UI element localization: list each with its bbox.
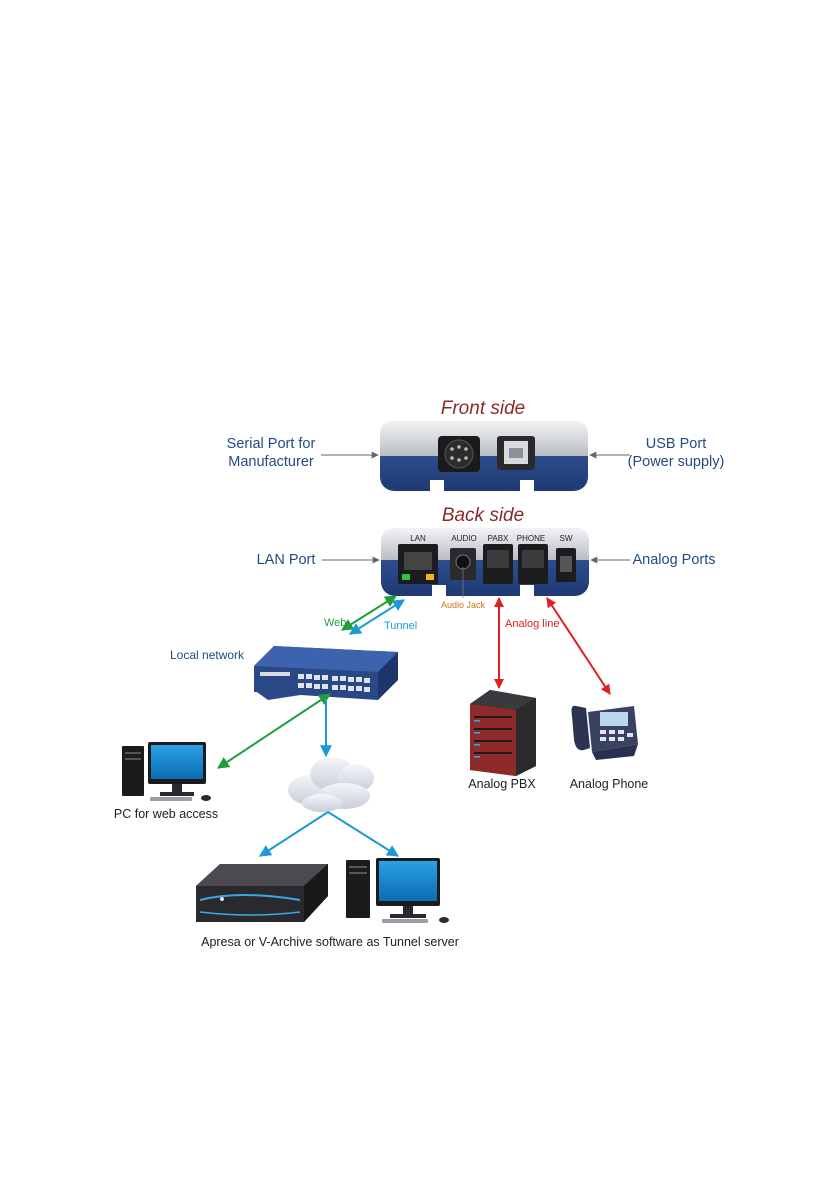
serial-port-label-1: Serial Port for [227, 436, 316, 452]
cloud-icon [288, 757, 374, 812]
port-label-lan: LAN [410, 534, 426, 543]
analog-pbx-label: Analog PBX [468, 777, 536, 791]
usb-port-label-1: USB Port [646, 436, 706, 452]
tunnel-label: Tunnel [384, 620, 417, 632]
pabx-port-icon [483, 544, 513, 584]
phone-port-icon [518, 544, 548, 584]
analog-phone-label: Analog Phone [570, 777, 649, 791]
switch-icon [556, 548, 576, 582]
phone-analog-line-arrow [547, 598, 610, 694]
cloud-to-server-arrow [260, 812, 328, 856]
port-label-pabx: PABX [488, 534, 509, 543]
usb-port-label-2: (Power supply) [628, 454, 725, 470]
lan-port-icon [398, 544, 438, 584]
serial-port-icon [438, 436, 480, 472]
back-side-title: Back side [442, 505, 524, 526]
port-label-phone: PHONE [517, 534, 545, 543]
port-label-audio: AUDIO [451, 534, 476, 543]
front-device [380, 421, 588, 492]
pc-web-link-arrow [218, 694, 330, 768]
tunnel-pc-icon [346, 858, 449, 923]
pc-icon [122, 742, 211, 801]
audio-jack-label: Audio Jack [441, 600, 486, 610]
analog-ports-label: Analog Ports [632, 552, 715, 568]
cloud-to-pc-arrow [328, 812, 398, 856]
port-label-sw: SW [560, 534, 573, 543]
tunnel-server-icon [196, 864, 328, 922]
network-switch-icon [254, 646, 398, 700]
web-label: Web [324, 617, 346, 629]
lan-port-label: LAN Port [257, 552, 316, 568]
local-network-label: Local network [170, 648, 245, 662]
analog-pbx-icon [470, 690, 536, 776]
analog-phone-icon [572, 706, 639, 760]
usb-port-icon [497, 436, 535, 470]
pc-web-label: PC for web access [114, 807, 218, 821]
tunnel-server-label: Apresa or V-Archive software as Tunnel s… [201, 935, 459, 949]
analog-line-label: Analog line [505, 618, 559, 630]
serial-port-label-2: Manufacturer [228, 454, 314, 470]
front-side-title: Front side [441, 398, 525, 419]
